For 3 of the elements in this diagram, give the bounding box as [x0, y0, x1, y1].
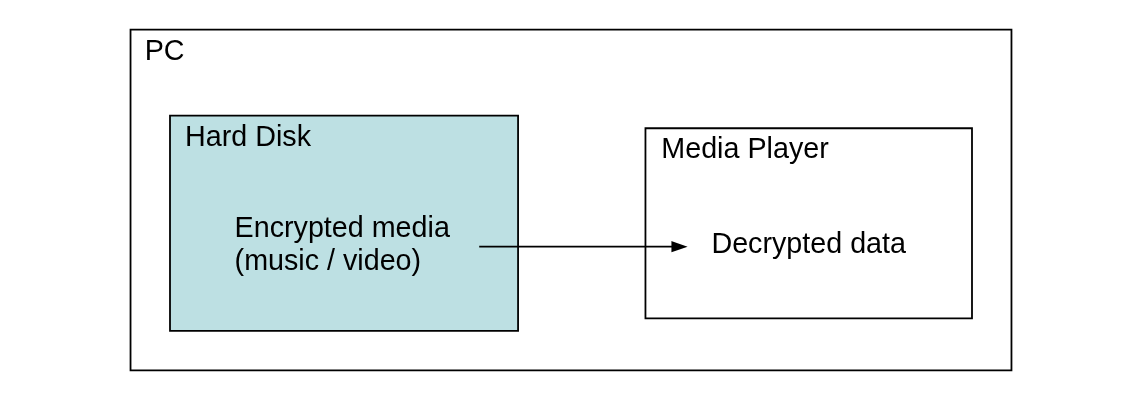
arrow [478, 241, 688, 253]
node-text: Decrypted data [711, 227, 907, 260]
node-text: Encrypted media (music / video) [234, 211, 450, 276]
